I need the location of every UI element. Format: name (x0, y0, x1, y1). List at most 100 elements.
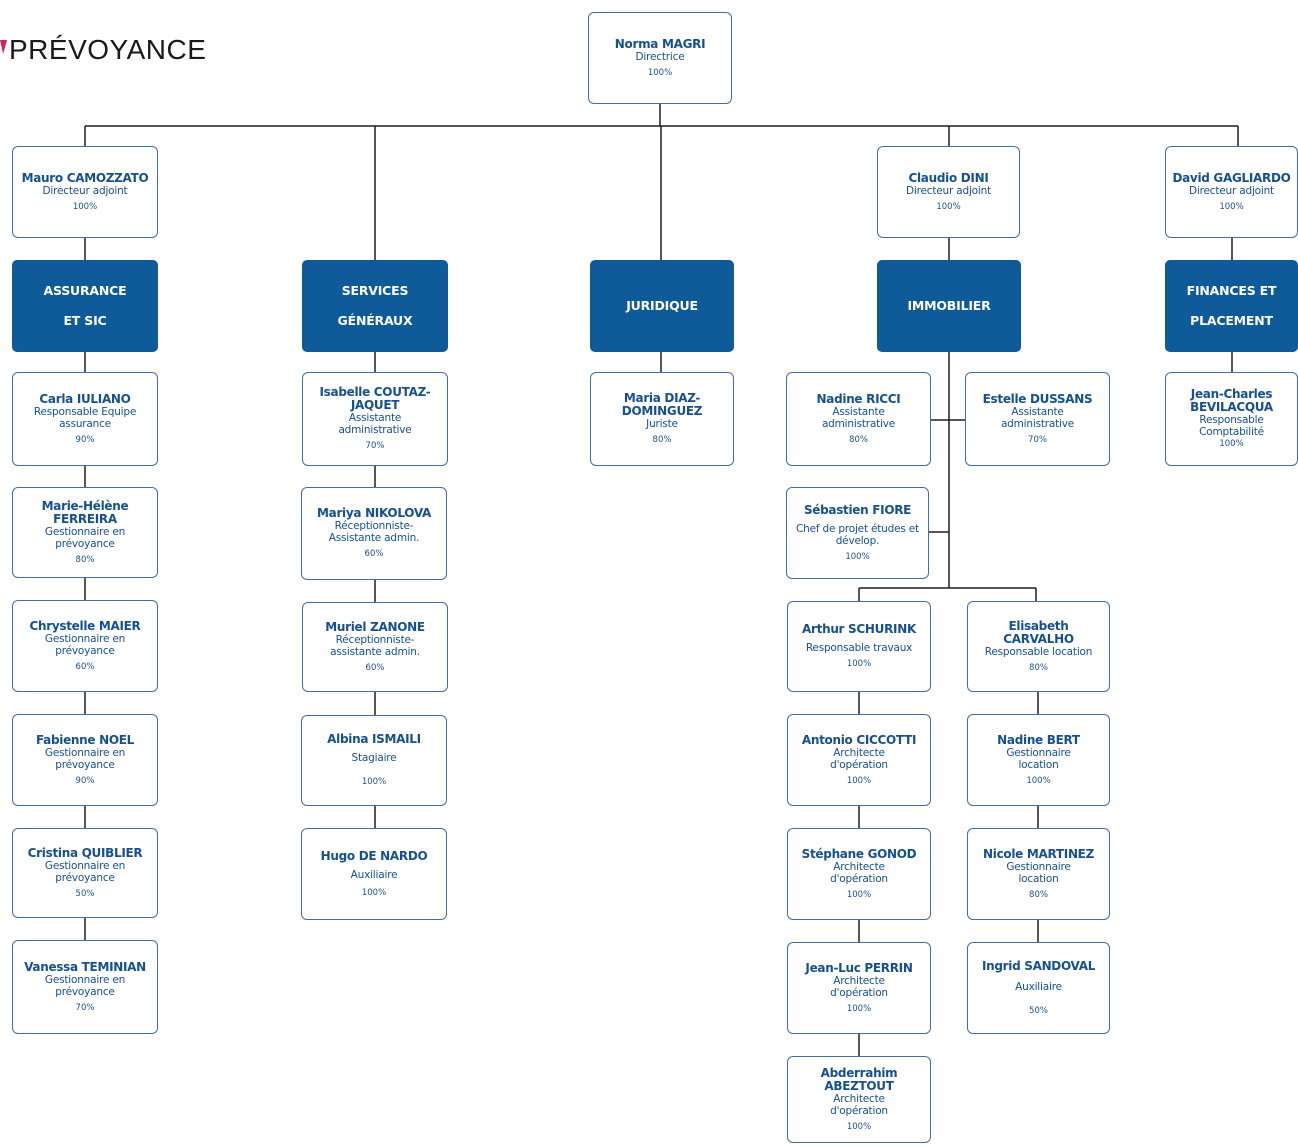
deputy-card: Claudio DINI Directeur adjoint 100% (877, 146, 1020, 238)
person-title: Architecte d'opération (830, 746, 888, 771)
department-label: ASSURANCE ET SIC (43, 283, 127, 328)
person-name: Nadine RICCI (816, 391, 901, 406)
person-name: Claudio DINI (908, 170, 989, 185)
person-percentage: 70% (75, 1002, 95, 1013)
deputy-card: David GAGLIARDO Directeur adjoint 100% (1165, 146, 1298, 238)
person-title: Gestionnaire en prévoyance (44, 973, 126, 998)
person-percentage: 100% (846, 889, 872, 900)
department-assurance: ASSURANCE ET SIC (12, 260, 158, 352)
employee-card: Elisabeth CARVALHO Responsable location … (967, 601, 1110, 692)
person-name: Sébastien FIORE (803, 502, 912, 517)
employee-card: Albina ISMAILI Stagiaire 100% (301, 715, 447, 806)
employee-card: Maria DIAZ-DOMINGUEZ Juriste 80% (590, 372, 734, 466)
person-title: Directeur adjoint (906, 184, 991, 197)
person-percentage: 60% (365, 662, 385, 673)
person-title: Chef de projet études et dévelop. (796, 522, 919, 547)
person-percentage: 60% (75, 661, 95, 672)
person-name: Marie-Hélène FERREIRA (41, 498, 129, 526)
person-title: Assistante administrative (338, 412, 412, 436)
person-title: Architecte d'opération (830, 974, 888, 999)
employee-card: Abderrahim ABEZTOUT Architecte d'opérati… (787, 1056, 931, 1143)
person-name: Nicole MARTINEZ (983, 846, 1094, 861)
department-label: FINANCES ET PLACEMENT (1186, 283, 1277, 328)
employee-card: Fabienne NOEL Gestionnaire en prévoyance… (12, 714, 158, 806)
person-title: Réceptionniste-Assistante admin. (328, 520, 420, 544)
employee-card: Carla IULIANO Responsable Equipe assuran… (12, 372, 158, 466)
person-name: Fabienne NOEL (35, 732, 135, 747)
person-percentage: 70% (1028, 434, 1047, 445)
person-title: Réceptionniste-assistante admin. (330, 633, 420, 658)
person-name: Chrystelle MAIER (29, 618, 141, 633)
employee-card: Jean-Charles BEVILACQUA Responsable Comp… (1165, 372, 1298, 466)
department-finances: FINANCES ET PLACEMENT (1165, 260, 1298, 352)
department-immobilier: IMMOBILIER (877, 260, 1021, 352)
person-name: Hugo DE NARDO (320, 848, 428, 863)
employee-card: Estelle DUSSANS Assistante administrativ… (965, 372, 1110, 466)
person-name: Carla IULIANO (39, 391, 131, 406)
person-name: Maria DIAZ-DOMINGUEZ (621, 391, 703, 418)
employee-card: Mariya NIKOLOVA Réceptionniste-Assistant… (301, 487, 447, 580)
person-name: Vanessa TEMINIAN (24, 959, 146, 974)
person-title: Directeur adjoint (1189, 184, 1274, 197)
person-percentage: 100% (846, 1121, 872, 1132)
person-name: Albina ISMAILI (327, 732, 421, 746)
person-title: Gestionnaire en prévoyance (44, 632, 126, 657)
employee-card: Cristina QUIBLIER Gestionnaire en prévoy… (12, 828, 158, 918)
person-percentage: 80% (1029, 662, 1048, 673)
person-title: Architecte d'opération (830, 860, 888, 885)
person-percentage: 70% (365, 441, 385, 451)
person-title: Auxiliaire (1015, 980, 1062, 993)
person-name: Jean-Luc PERRIN (805, 960, 913, 975)
deputy-card: Mauro CAMOZZATO Directeur adjoint 100% (12, 146, 158, 238)
person-percentage: 90% (75, 434, 95, 445)
person-name: Arthur SCHURINK (802, 622, 916, 636)
employee-card: Vanessa TEMINIAN Gestionnaire en prévoya… (12, 940, 158, 1034)
person-title: Assistante administrative (821, 405, 896, 430)
person-name: Isabelle COUTAZ-JAQUET (319, 385, 431, 412)
employee-card: Nadine RICCI Assistante administrative 8… (786, 372, 931, 466)
person-percentage: 100% (361, 777, 387, 787)
person-percentage: 100% (361, 887, 387, 898)
person-name: Antonio CICCOTTI (801, 732, 917, 747)
person-percentage: 80% (652, 435, 672, 445)
employee-card: Sébastien FIORE Chef de projet études et… (786, 487, 929, 579)
brand-logo: PRÉVOYANCE (0, 30, 206, 70)
department-juridique: JURIDIQUE (590, 260, 734, 352)
person-percentage: 100% (1026, 775, 1051, 786)
logo-text: PRÉVOYANCE (9, 34, 207, 65)
department-label: SERVICES GÉNÉRAUX (337, 283, 413, 328)
person-title: Gestionnaire en prévoyance (44, 525, 126, 550)
employee-card: Arthur SCHURINK Responsable travaux 100% (787, 601, 931, 692)
person-name: Mauro CAMOZZATO (21, 170, 149, 185)
person-name: Cristina QUIBLIER (27, 845, 143, 860)
employee-card: Muriel ZANONE Réceptionniste-assistante … (302, 602, 448, 692)
employee-card: Stéphane GONOD Architecte d'opération 10… (787, 828, 931, 920)
person-percentage: 100% (647, 67, 673, 78)
person-percentage: 80% (849, 434, 868, 445)
person-percentage: 50% (75, 888, 95, 899)
person-percentage: 80% (1029, 889, 1048, 900)
person-title: Assistante administrative (1000, 405, 1075, 430)
person-name: Mariya NIKOLOVA (317, 506, 431, 520)
employee-card: Marie-Hélène FERREIRA Gestionnaire en pr… (12, 487, 158, 578)
person-title: Gestionnaire location (1006, 746, 1071, 771)
person-percentage: 100% (72, 201, 98, 212)
person-title: Directeur adjoint (42, 184, 128, 197)
employee-card: Chrystelle MAIER Gestionnaire en prévoya… (12, 600, 158, 692)
person-name: Nadine BERT (997, 732, 1080, 747)
person-name: Norma MAGRI (614, 36, 706, 51)
person-percentage: 100% (846, 1003, 872, 1014)
department-label: IMMOBILIER (907, 298, 991, 313)
person-title: Responsable location (984, 645, 1093, 658)
person-percentage: 100% (1219, 439, 1244, 449)
department-services: SERVICES GÉNÉRAUX (302, 260, 448, 352)
employee-card: Hugo DE NARDO Auxiliaire 100% (301, 828, 447, 920)
employee-card: Antonio CICCOTTI Architecte d'opération … (787, 714, 931, 806)
person-title: Directrice (635, 50, 685, 63)
person-name: Stéphane GONOD (801, 846, 917, 861)
person-name: Ingrid SANDOVAL (981, 958, 1096, 973)
person-title: Gestionnaire location (1006, 860, 1071, 885)
person-title: Gestionnaire en prévoyance (44, 859, 126, 884)
person-title: Responsable Equipe assurance (33, 405, 137, 430)
person-title: Stagiaire (351, 752, 397, 764)
